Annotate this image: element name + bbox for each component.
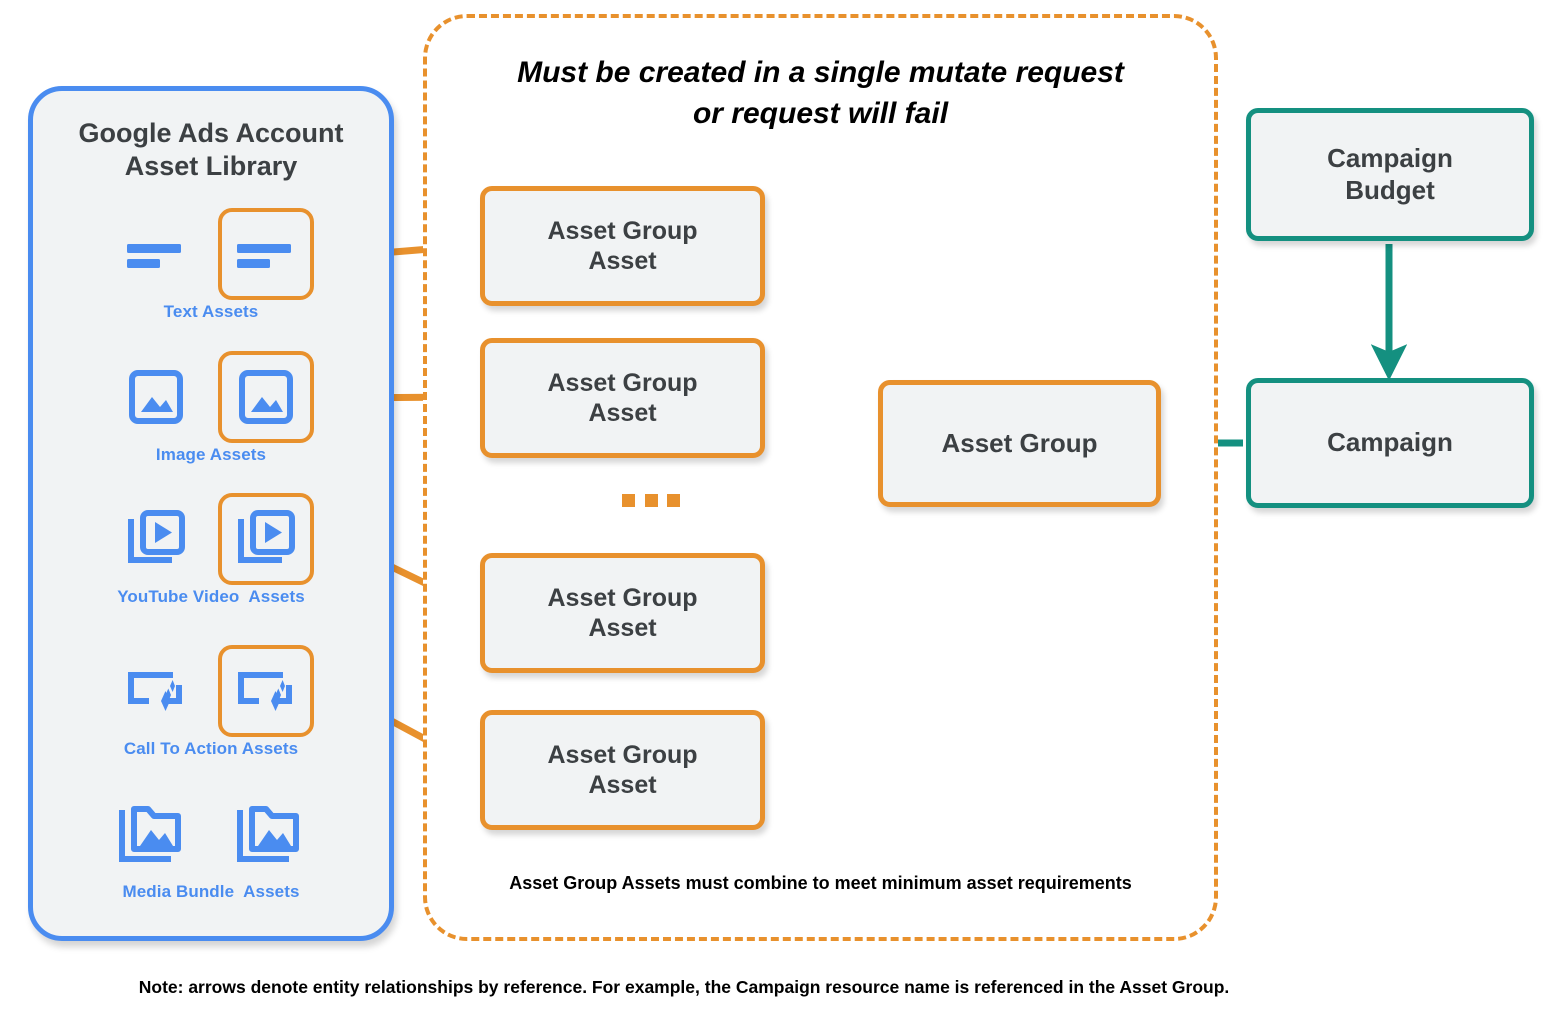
media-bundle-asset-icon-2: [222, 788, 318, 880]
asset-label-cta: Call To Action Assets: [123, 739, 299, 758]
campaign-box[interactable]: Campaign: [1246, 378, 1534, 508]
ellipsis-indicator: [622, 493, 680, 507]
mutate-request-title: Must be created in a single mutate reque…: [517, 56, 1124, 131]
image-asset-icon: [108, 351, 204, 443]
call-to-action-asset-icon: [108, 645, 204, 737]
asset-group-box[interactable]: Asset Group: [878, 380, 1161, 507]
asset-label-text: Text Assets: [163, 302, 259, 321]
asset-label-video: YouTube Video Assets: [117, 587, 305, 606]
text-asset-icon-selected[interactable]: [218, 208, 314, 300]
image-asset-icon-selected[interactable]: [218, 351, 314, 443]
youtube-video-asset-icon-selected[interactable]: [218, 493, 314, 585]
asset-row-text: Text Assets: [33, 206, 389, 336]
text-asset-icon: [108, 208, 204, 300]
ellipsis-dot-1: [622, 493, 635, 507]
asset-row-image: Image Assets: [33, 349, 389, 479]
media-bundle-asset-icon: [104, 788, 200, 880]
ellipsis-dot-3: [667, 493, 680, 507]
asset-row-video: YouTube Video Assets: [33, 491, 389, 621]
asset-row-media-bundle: Media Bundle Assets: [33, 786, 389, 916]
asset-label-image: Image Assets: [155, 445, 267, 464]
asset-row-cta: Call To Action Assets: [33, 643, 389, 773]
asset-label-media-bundle: Media Bundle Assets: [122, 882, 300, 901]
diagram-note: Note: arrows denote entity relationships…: [138, 977, 1230, 997]
youtube-video-asset-icon: [108, 493, 204, 585]
ellipsis-dot-2: [644, 493, 658, 507]
call-to-action-asset-icon-selected[interactable]: [218, 645, 314, 737]
mutate-request-footnote: Asset Group Assets must combine to meet …: [509, 873, 1132, 893]
